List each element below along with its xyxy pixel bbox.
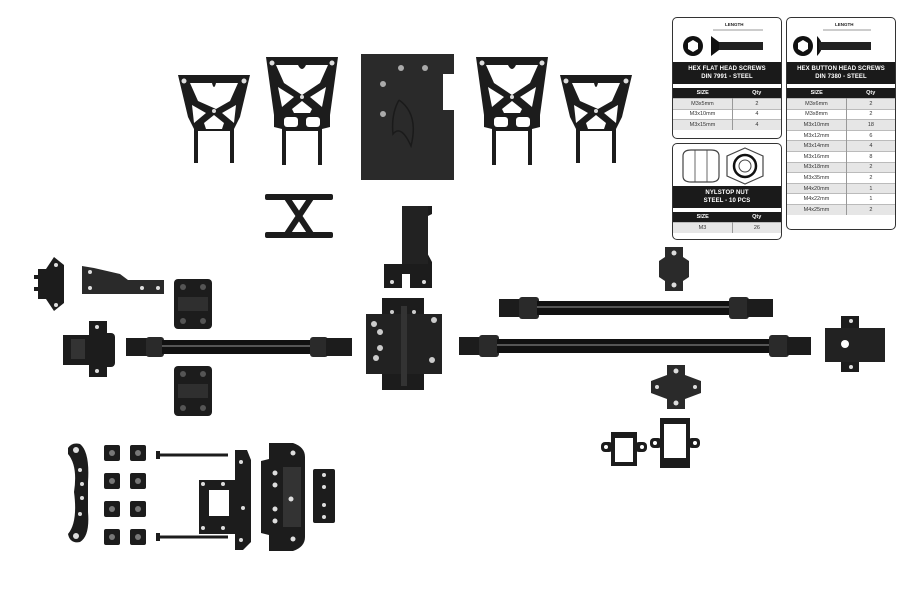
gearbox-mount-left	[63, 321, 115, 377]
button-head-title: HEX BUTTON HEAD SCREWS DIN 7380 - STEEL	[787, 62, 895, 84]
length-label: LENGTH	[835, 22, 854, 27]
button-head-screw-icon	[793, 29, 871, 56]
gearbox-mount-right	[825, 316, 885, 372]
steering-plate	[80, 266, 166, 296]
nylstop-nut-icon	[682, 147, 764, 185]
shock-tower-small-right	[558, 73, 634, 165]
transmission-housing	[366, 298, 442, 390]
body-post-mount-small	[601, 430, 647, 468]
cross-mount	[651, 365, 701, 409]
button-head-screws-card: LENGTH HEX BUTTON HEAD SCREWS DIN 7380 -…	[786, 17, 896, 230]
flat-head-title: HEX FLAT HEAD SCREWS DIN 7991 - STEEL	[673, 62, 781, 84]
pin-top	[156, 451, 228, 459]
x-brace	[265, 194, 333, 238]
bumper-mount	[261, 443, 307, 551]
axle-clamp	[659, 247, 689, 291]
flat-head-screw-icon	[683, 29, 763, 56]
body-post-mount-large	[650, 418, 700, 470]
driveshaft-short	[126, 335, 352, 359]
length-label: LENGTH	[725, 22, 744, 27]
nut-illustration	[673, 144, 781, 186]
shock-tower-small-left	[176, 73, 252, 165]
pin-bottom	[156, 533, 228, 541]
driveshaft-upper	[499, 297, 773, 319]
servo-mount	[384, 206, 434, 288]
nut-holders	[104, 445, 150, 547]
link-mount	[34, 257, 72, 311]
button-head-screw-illustration: LENGTH	[787, 18, 895, 62]
driveshaft-lower	[459, 335, 811, 357]
nylstop-title: NYLSTOP NUT STEEL - 10 PCS	[673, 186, 781, 208]
skid-plate	[193, 450, 255, 550]
steering-link	[66, 442, 92, 544]
axle-mount-top	[174, 279, 212, 329]
battery-plate	[361, 54, 454, 180]
flat-head-screws-card: LENGTH HEX FLAT HEAD SCREWS DIN 7991 - S…	[672, 17, 782, 139]
shock-tower-large-right	[474, 55, 550, 167]
axle-mount-bottom	[174, 366, 212, 416]
shock-tower-large-left	[264, 55, 340, 167]
small-plate	[313, 469, 335, 523]
flat-head-screw-illustration: LENGTH	[673, 18, 781, 62]
